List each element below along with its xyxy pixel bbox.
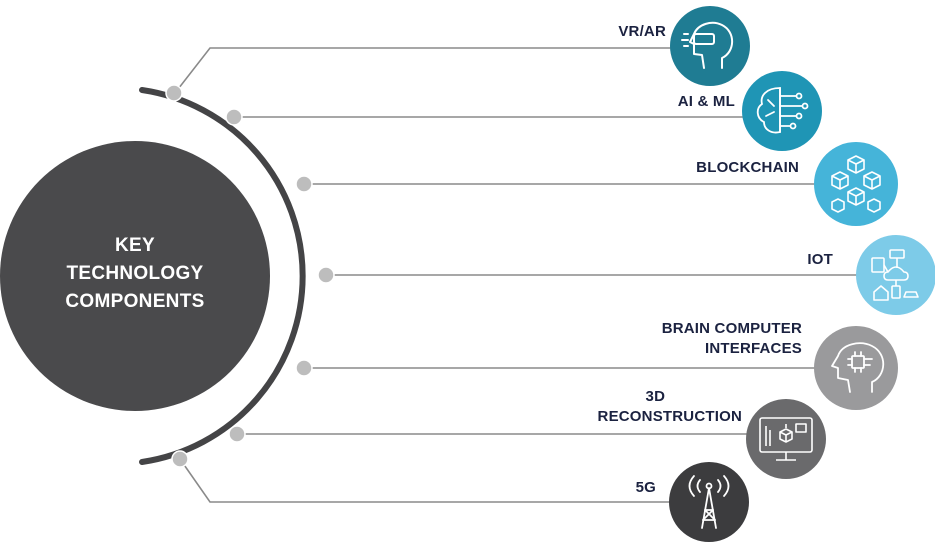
label-vr-ar: VR/AR (618, 22, 666, 42)
label-line: INTERFACES (704, 340, 802, 357)
label-line: BLOCKCHAIN (696, 159, 799, 176)
label-ai-ml: AI & ML (678, 92, 735, 112)
hub-title-line: COMPONENTS (65, 291, 205, 312)
label-3d: 3D RECONSTRUCTION (598, 387, 742, 427)
connector-lines (174, 47, 860, 503)
node-iot (317, 266, 335, 284)
label-line: BRAIN COMPUTER (661, 320, 802, 337)
node-blockchain (295, 175, 313, 193)
vr-headset-head-icon (670, 6, 750, 86)
5g-tower-icon (669, 462, 749, 542)
label-line: IOT (807, 251, 833, 268)
label-line: 3D (645, 388, 666, 405)
hub-title-line: TECHNOLOGY (66, 263, 204, 284)
arc-nodes (165, 84, 335, 468)
label-5g: 5G (636, 478, 656, 498)
hub-circle (0, 141, 270, 411)
blockchain-cubes-icon (814, 142, 898, 226)
brain-chip-head-icon (814, 326, 898, 410)
label-line: 5G (635, 479, 656, 496)
ai-brain-circuit-icon (742, 71, 822, 151)
hub-title: KEY TECHNOLOGY COMPONENTS (30, 232, 240, 316)
iot-devices-icon (856, 235, 935, 315)
label-line: RECONSTRUCTION (597, 408, 742, 425)
label-bci: BRAIN COMPUTER INTERFACES (662, 319, 802, 359)
node-bci (295, 359, 313, 377)
connector-5g (179, 458, 670, 503)
label-line: AI & ML (677, 93, 735, 110)
connector-vr-ar (174, 47, 680, 94)
3d-monitor-icon (746, 399, 826, 479)
label-line: VR/AR (618, 23, 666, 40)
node-3d (228, 425, 246, 443)
node-5g (171, 450, 189, 468)
label-iot: IOT (807, 250, 833, 270)
node-vr-ar (165, 84, 183, 102)
label-blockchain: BLOCKCHAIN (696, 158, 799, 178)
outer-arc (139, 87, 306, 465)
node-ai-ml (225, 108, 243, 126)
hub-title-line: KEY (115, 235, 155, 256)
icon-circles (669, 6, 935, 542)
